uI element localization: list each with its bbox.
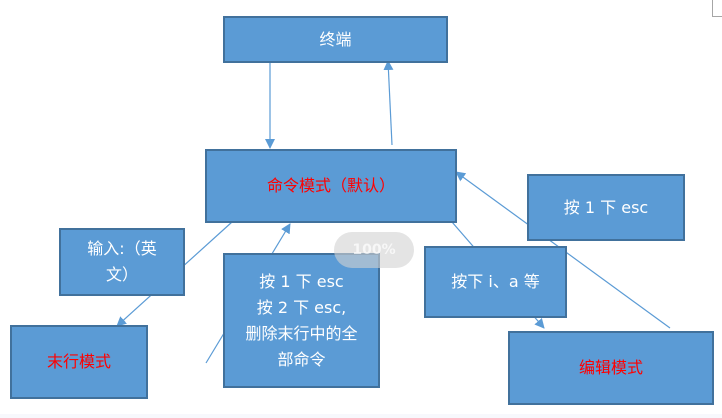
label-press-i-a: 按下 i、a 等 <box>424 246 567 318</box>
node-command-mode-label: 命令模式（默认） <box>266 176 395 195</box>
label-input-english-line-1: 输入:（英 <box>87 239 157 258</box>
node-edit-mode-label: 编辑模式 <box>578 358 643 377</box>
page-bottom-edge <box>0 414 722 418</box>
node-terminal: 终端 <box>223 16 448 63</box>
label-esc-delete-line-4: 部命令 <box>277 349 326 369</box>
label-input-english-line-2: 文） <box>105 265 138 284</box>
node-last-line-mode: 末行模式 <box>10 325 148 399</box>
label-esc-delete-line-3: 删除末行中的全 <box>245 323 358 343</box>
node-command-mode: 命令模式（默认） <box>205 149 457 223</box>
node-last-line-mode-label: 末行模式 <box>46 352 111 371</box>
label-esc-delete-line-2: 按 2 下 esc, <box>256 297 347 317</box>
label-input-english: 输入:（英 文） <box>59 228 185 296</box>
page-corner-mark <box>712 0 722 17</box>
label-press-i-a-text: 按下 i、a 等 <box>451 272 540 291</box>
node-edit-mode: 编辑模式 <box>508 331 714 405</box>
zoom-level-badge: 100% <box>334 232 414 268</box>
label-esc-once-text: 按 1 下 esc <box>563 197 649 217</box>
node-terminal-label: 终端 <box>319 29 352 49</box>
label-esc-once: 按 1 下 esc <box>527 174 685 241</box>
label-esc-delete-line-1: 按 1 下 esc <box>259 271 344 291</box>
label-esc-delete: 按 1 下 esc 按 2 下 esc, 删除末行中的全 部命令 <box>223 253 380 388</box>
arrow-command-to-terminal <box>383 60 394 146</box>
